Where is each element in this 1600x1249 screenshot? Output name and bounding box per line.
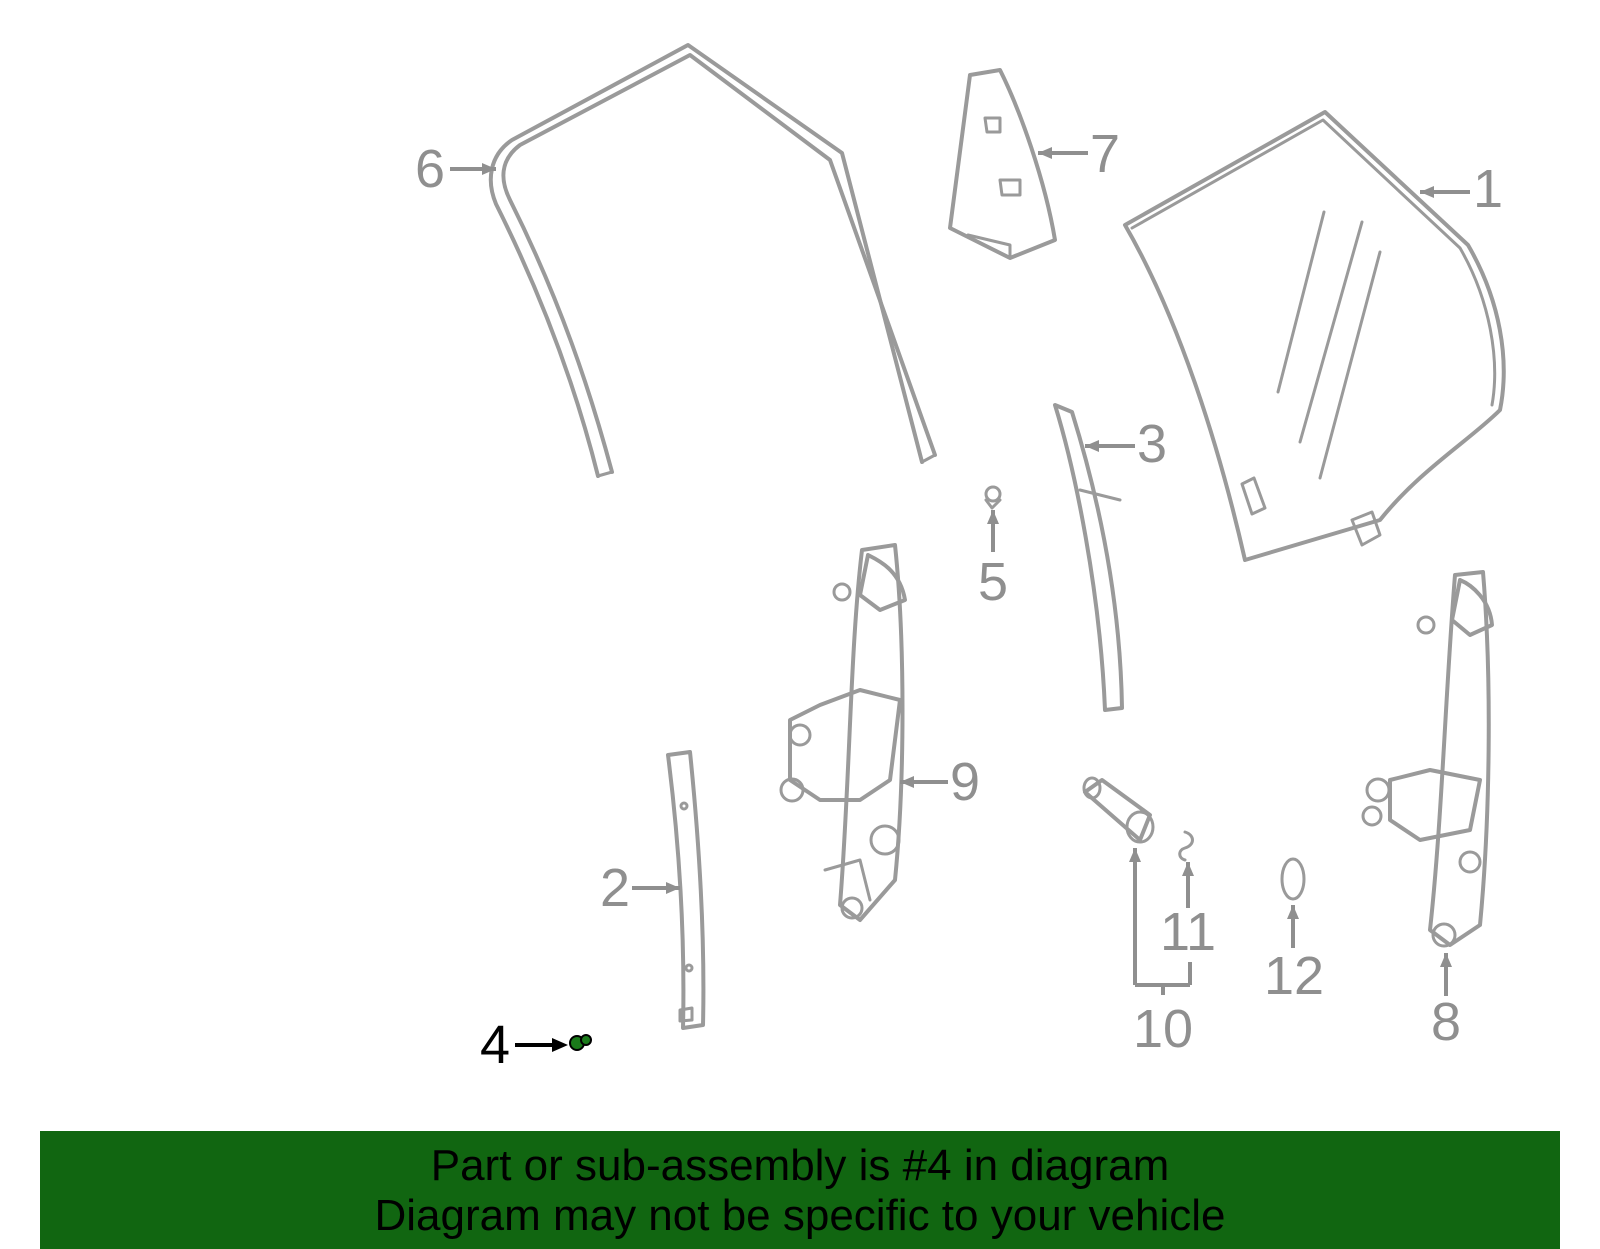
part-10-motor-sleeve[interactable]: [1082, 776, 1155, 844]
part-8-window-regulator[interactable]: [1361, 570, 1494, 948]
callout-5[interactable]: 5: [978, 552, 1008, 612]
callout-9[interactable]: 9: [950, 752, 980, 812]
callout-6[interactable]: 6: [415, 139, 445, 199]
callout-4[interactable]: 4: [480, 1015, 510, 1075]
callout-10[interactable]: 10: [1133, 999, 1193, 1059]
part-12-seal[interactable]: [1280, 857, 1306, 901]
callout-12[interactable]: 12: [1264, 946, 1324, 1006]
part-6-glass-run-channel[interactable]: [488, 43, 937, 478]
callout-labels: 1 2 3 4 5 6 7 8 9 10 11 12: [415, 124, 1503, 1075]
part-5-clip[interactable]: [984, 485, 1002, 510]
part-4-screw[interactable]: [569, 1034, 592, 1051]
callout-8[interactable]: 8: [1431, 992, 1461, 1052]
callout-7[interactable]: 7: [1090, 124, 1120, 184]
banner-line-2: Diagram may not be specific to your vehi…: [374, 1191, 1226, 1240]
part-3-rear-run-channel[interactable]: [1053, 403, 1124, 712]
callout-1[interactable]: 1: [1473, 159, 1503, 219]
part-9-window-regulator[interactable]: [779, 543, 907, 922]
callout-11[interactable]: 11: [1160, 902, 1216, 962]
part-11-clip[interactable]: [1178, 830, 1194, 862]
part-7-channel-bracket[interactable]: [948, 68, 1057, 260]
part-1-door-glass[interactable]: [1123, 110, 1506, 562]
banner-line-1: Part or sub-assembly is #4 in diagram: [430, 1141, 1170, 1190]
callout-leaders: [450, 147, 1470, 1052]
part-2-guide[interactable]: [666, 750, 706, 1030]
callout-2[interactable]: 2: [600, 858, 630, 918]
callout-3[interactable]: 3: [1137, 414, 1167, 474]
info-banner: Part or sub-assembly is #4 in diagram Di…: [40, 1131, 1560, 1249]
